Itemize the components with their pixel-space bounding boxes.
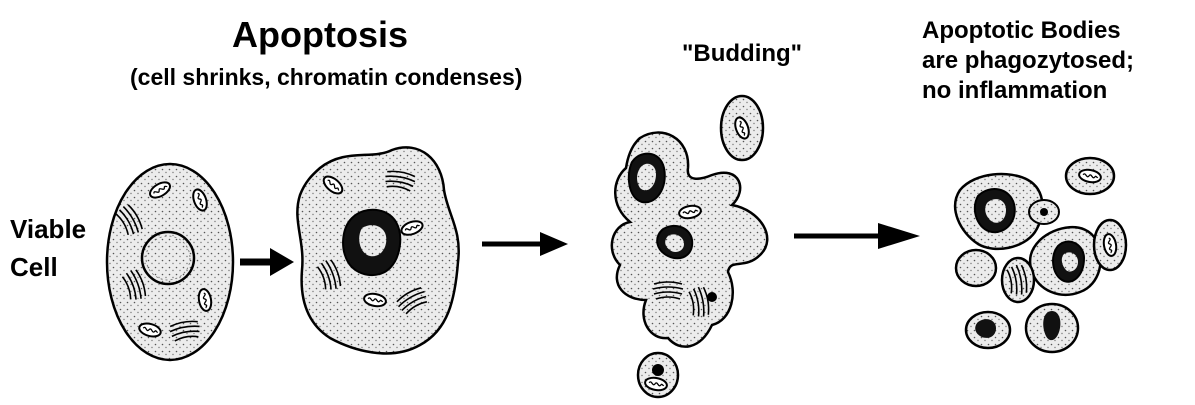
budding-fragment-bottom xyxy=(638,353,678,397)
apoptotic-bodies xyxy=(955,158,1126,352)
viable-cell-nucleus xyxy=(142,232,194,284)
arrow-3 xyxy=(794,223,920,249)
arrow-1 xyxy=(240,248,294,276)
arrow-2 xyxy=(482,232,568,256)
viable-cell xyxy=(107,164,233,360)
budding-cell xyxy=(612,133,767,347)
budding-fragment-top xyxy=(721,96,763,160)
shrunken-cell xyxy=(297,147,458,353)
